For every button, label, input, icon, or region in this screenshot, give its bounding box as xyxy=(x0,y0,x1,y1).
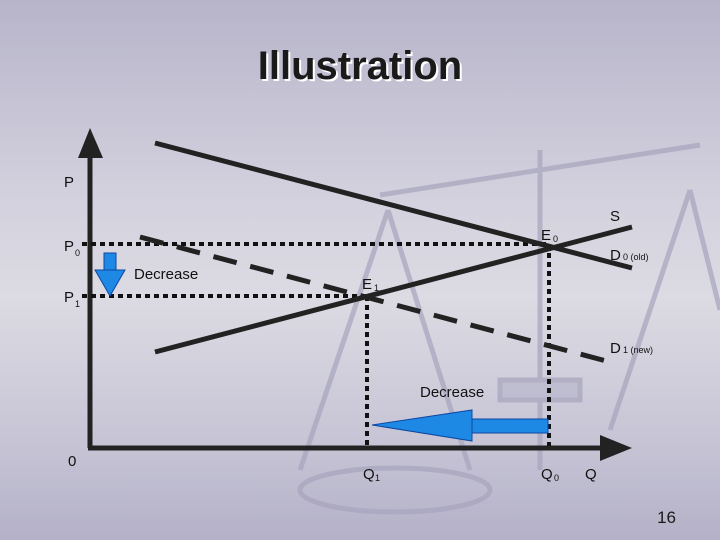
e1-subscript: 1 xyxy=(374,283,379,293)
supply-label: S xyxy=(610,208,620,225)
x-axis-label: Q xyxy=(585,466,597,483)
quantity-decrease-label: Decrease xyxy=(420,384,484,401)
quantity-decrease-arrow-icon xyxy=(371,409,549,442)
p1-label: P xyxy=(64,289,74,306)
price-decrease-label: Decrease xyxy=(134,266,198,283)
q0-subscript: 0 xyxy=(554,473,559,483)
demand-new-curve xyxy=(139,234,611,365)
slide-title: Illustration xyxy=(257,44,463,88)
demand-old-curve xyxy=(154,140,633,271)
demand-old-label: D xyxy=(610,247,621,264)
demand-old-subscript: 0 (old) xyxy=(623,252,649,262)
e0-subscript: 0 xyxy=(553,234,558,244)
e0-label: E xyxy=(541,227,551,244)
x-axis-arrow-icon xyxy=(600,435,632,461)
demand-new-subscript: 1 (new) xyxy=(623,345,653,355)
origin-label: 0 xyxy=(68,453,76,470)
y-axis-arrow-icon xyxy=(78,128,103,158)
price-decrease-arrow-icon xyxy=(94,252,126,298)
q0-label: Q xyxy=(541,466,553,483)
q1-label: Q xyxy=(363,466,375,483)
y-axis-label: P xyxy=(64,174,74,191)
p0-label: P xyxy=(64,238,74,255)
p0-subscript: 0 xyxy=(75,248,80,258)
supply-curve xyxy=(154,224,633,355)
demand-new-label: D xyxy=(610,340,621,357)
q1-subscript: 1 xyxy=(375,473,380,483)
e1-label: E xyxy=(362,276,372,293)
page-number: 16 xyxy=(657,508,676,527)
p1-subscript: 1 xyxy=(75,299,80,309)
